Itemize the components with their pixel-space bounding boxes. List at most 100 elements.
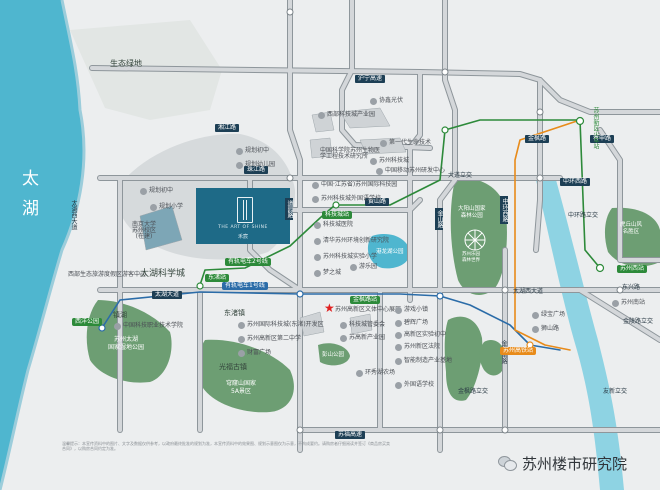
station-label-train-new-district[interactable]: 苏州新区火车站	[592, 107, 599, 149]
junction	[501, 426, 509, 434]
area-national-park: 苏州太湖 国家湿地公园	[108, 336, 145, 351]
area-xisheng: 彭山公园	[322, 352, 345, 358]
poi-label-highlight: 苏州高新区文体中心展厅	[335, 306, 402, 313]
dayangshan-park	[450, 178, 507, 295]
building-sketch	[339, 107, 391, 129]
road-label-zhongyi-vertical: 中环西路	[500, 196, 508, 224]
poi-label: 规划初中	[236, 148, 269, 155]
project-location-star-icon[interactable]: ★	[324, 301, 335, 315]
road-label-youxin-bridge: 友新立交	[603, 388, 628, 395]
area-pool-park: 港龙湖公园	[376, 249, 404, 255]
poi-label: 游乐园	[350, 264, 377, 271]
road-label-chunshen: 春申路	[590, 135, 615, 143]
junction	[536, 174, 544, 182]
poi-label: 高新区实验初中	[395, 332, 446, 339]
poi-label: 协鑫光伏	[370, 98, 403, 105]
road-junctions	[286, 8, 624, 434]
poi-label: 苏州科技城实验小学	[314, 254, 377, 261]
area-eco-green: 生态绿地	[110, 59, 142, 68]
road-label-zhongjiang: 中环路立交	[568, 212, 599, 219]
poi-label: 苏州新区法院	[395, 344, 440, 351]
poi-label: 外国语学校	[395, 382, 434, 389]
road-label-zhujiang: 珠江路	[244, 166, 269, 174]
building-sketch	[349, 313, 373, 335]
qionglong-mountain	[198, 339, 294, 413]
road-label-jinshan-bridge: 金枫路立交	[458, 388, 489, 395]
poi-label: 规划小学	[150, 204, 183, 211]
station-dot	[296, 290, 304, 298]
taihu-wetland-park	[86, 300, 172, 383]
poi-label: 清华苏州环境创新研究院	[314, 238, 389, 245]
area-xuhu: 镇湖	[113, 311, 127, 319]
poi-label: 苏州科技城	[370, 158, 409, 165]
station-label-suzhouxi[interactable]: 苏州西站	[617, 265, 648, 273]
station-dot	[332, 201, 340, 209]
poi-label: 苏州科技城外国语学校	[312, 196, 381, 203]
road-label-taihu-blvd: 太湖大道	[152, 291, 183, 299]
poi-label: 碧辉广场	[395, 320, 428, 327]
road-label-suzhou-xi: 苏福高速	[335, 431, 366, 439]
junction	[441, 68, 449, 76]
lake-shore	[0, 0, 86, 490]
pond-park	[367, 233, 410, 269]
road-label-daoyuan: 道园路	[285, 198, 293, 220]
small-park-a	[444, 316, 483, 401]
road-label-jinshan: 金山路	[435, 208, 443, 230]
junction	[616, 286, 624, 294]
junction	[286, 8, 294, 16]
road-label-taihu-xiyuan: 太湖西大道	[513, 288, 544, 295]
metro1-label[interactable]: 有轨电车1号线	[222, 282, 268, 290]
building-sketch	[309, 137, 333, 159]
poi-label: 规划初中	[140, 188, 173, 195]
road-label-xiangjiang: 湘江路	[215, 124, 240, 132]
poi-label: 中国科技职业技术学院	[114, 323, 183, 330]
station-label-huhu[interactable]: 苏州高铁站	[500, 347, 537, 355]
project-name-en: THE ART OF SHINE	[218, 225, 268, 230]
area-guangfu: 光福古镇	[219, 363, 247, 371]
poi-label: 科技城管委会	[340, 322, 385, 329]
poi-label: 苏州南站	[612, 300, 645, 307]
junction	[501, 286, 509, 294]
small-park-b	[479, 340, 506, 376]
building-sketch	[299, 311, 325, 337]
poi-label: 中国·江苏省)苏州国际科技园	[312, 182, 397, 189]
poi-label: 狮山路	[532, 326, 559, 333]
project-name-cn: 禾宸	[237, 234, 248, 240]
project-logo-icon	[237, 197, 253, 223]
station-dot	[575, 116, 585, 126]
poi-label: 绿宝广场	[532, 312, 565, 319]
building-sketch	[139, 205, 183, 251]
wechat-icon	[498, 455, 517, 471]
station-label-xiyang[interactable]: 西洋公园	[72, 318, 103, 326]
poi-label: 西部科技城产业园	[318, 112, 375, 119]
station-dot	[595, 263, 605, 273]
poi-label: 中国移动苏州研发中心	[376, 168, 445, 175]
ferris-wheel-icon	[464, 229, 486, 251]
lake-label-char: 太	[22, 169, 39, 189]
watermark-text: 苏州楼市研究院	[522, 454, 628, 473]
station-label-jinfeng[interactable]: 金枫路站	[350, 296, 381, 304]
road-label-huqing: 沪宁高速	[355, 75, 386, 83]
poi-label: 苏州高新区第二中学	[238, 336, 301, 343]
road-label-jinfeng: 金枫路	[525, 135, 550, 143]
junction	[436, 426, 444, 434]
river	[536, 180, 624, 490]
poi-label: 财富广场	[238, 350, 271, 357]
road-label-dongxin: 东兴路	[622, 284, 641, 291]
small-park-c	[318, 343, 350, 366]
area-qionglong: 穹窿山国家 5A景区	[226, 380, 257, 395]
project-marker[interactable]: THE ART OF SHINE 禾宸	[196, 188, 290, 244]
area-dayangshan: 大阳山国家 森林公园	[458, 206, 486, 219]
road-label-jinling: 金陵路立交	[623, 318, 654, 325]
lake-label-char: 湖	[22, 199, 39, 219]
station-label-dongzhu[interactable]: 东渚站	[205, 274, 230, 282]
metro2-label[interactable]: 有轨电车2号线	[225, 258, 271, 266]
road-network	[89, 0, 660, 453]
road-label-taihu-xiyuan-vertical: 太湖西大道	[70, 200, 77, 230]
poi-label: 规划幼儿园	[236, 162, 275, 169]
poi-label: 苏州国际科技城(东渚)开发区	[238, 322, 324, 329]
station-label-kejicheng[interactable]: 科技城站	[322, 211, 353, 219]
poi-label: 第一代生命技术	[380, 140, 431, 147]
station-dot	[98, 324, 106, 332]
